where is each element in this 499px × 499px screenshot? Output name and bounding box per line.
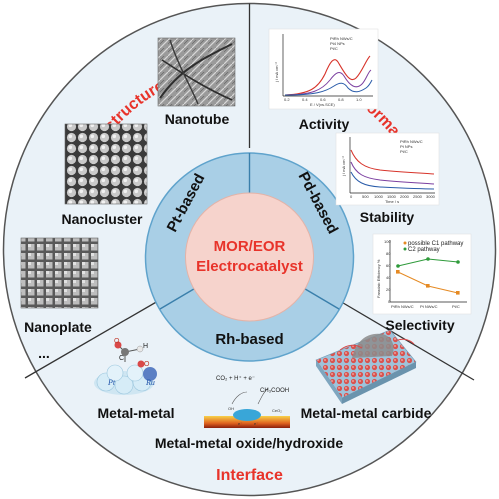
- selectivity-ytick-5: 20: [386, 287, 391, 292]
- nanotube-image: [157, 37, 236, 107]
- stability-xtick-5: 2000: [400, 194, 410, 199]
- nanotube-label: Nanotube: [165, 111, 230, 127]
- activity-xlabel: E / V(vs.SCE): [310, 102, 335, 107]
- selectivity-cat-3: Pt/C: [452, 304, 460, 309]
- activity-legend-2: Pt4 NPs: [330, 41, 345, 46]
- stability-xtick-4: 1500: [387, 194, 397, 199]
- selectivity-ytick-6: 0: [388, 299, 391, 304]
- selectivity-ylabel: Faradaic Efficiency %: [376, 259, 381, 298]
- activity-xtick-2: 0.4: [302, 97, 308, 102]
- ellipsis-label: ...: [38, 345, 50, 361]
- oxide-label-4: e⁻: [238, 421, 242, 426]
- activity-chart: PtRh NWs/C Pt4 NPs Pt/C 0.2 0.4 0.6 0.8 …: [268, 28, 379, 110]
- oxide-label-2: CH₃COOH: [260, 388, 289, 394]
- mm-label-h: H: [143, 343, 148, 350]
- activity-xtick-5: 1.0: [356, 97, 362, 102]
- selectivity-legend-2: C2 pathway: [408, 247, 440, 253]
- ring-label-rh: Rh-based: [215, 331, 283, 348]
- quadrant-dividers: [24, 3, 475, 381]
- selectivity-ytick-3: 60: [386, 263, 391, 268]
- center-disc: [185, 192, 314, 322]
- selectivity-ytick-2: 80: [386, 251, 391, 256]
- selectivity-chart: possible C1 pathway C2 pathway 100 80 60…: [372, 233, 472, 315]
- selectivity-cat-2: Pt NWs/C: [420, 304, 438, 309]
- nanoplate-label: Nanoplate: [24, 319, 92, 335]
- selectivity-ytick-4: 40: [386, 275, 391, 280]
- stability-legend-1: PtRh NWs/C: [400, 139, 423, 144]
- stability-legend-2: Pt NPs: [400, 144, 412, 149]
- stability-xlabel: Time / s: [385, 199, 399, 204]
- activity-legend-1: PtRh NWs/C: [330, 36, 353, 41]
- oxide-label-6: CeO₂: [272, 408, 282, 413]
- stability-xtick-3: 1000: [374, 194, 384, 199]
- selectivity-ytick-1: 100: [384, 239, 391, 244]
- oxide-image: CO₂ + H⁺ + e⁻ CH₃COOH OH e⁻ e⁻ CeO₂: [204, 375, 290, 428]
- center-title-line2: Electrocatalyst: [196, 258, 303, 275]
- stability-chart: PtRh NWs/C Pt NPs Pt/C 0 500 1000 1500 2…: [335, 132, 440, 206]
- selectivity-label: Selectivity: [385, 317, 454, 333]
- nanocluster-image: [64, 123, 148, 205]
- stability-xtick-6: 2500: [413, 194, 423, 199]
- mm-label-c: C: [119, 355, 124, 362]
- stability-legend-3: Pt/C: [400, 149, 408, 154]
- nanoplate-image: [20, 237, 99, 309]
- carbide-image: [315, 329, 417, 404]
- activity-xtick-3: 0.6: [320, 97, 326, 102]
- oxide-label: Metal-metal oxide/hydroxide: [155, 435, 343, 451]
- stability-xtick-2: 500: [362, 194, 369, 199]
- stability-xtick-7: 3000: [426, 194, 436, 199]
- mm-label-pt: Pt: [107, 378, 116, 387]
- interface-title: Interface: [216, 467, 283, 484]
- center-title-line1: MOR/EOR: [214, 238, 286, 255]
- activity-xtick-4: 0.8: [338, 97, 344, 102]
- activity-xtick-1: 0.2: [284, 97, 290, 102]
- mm-label-o1: O: [114, 338, 120, 345]
- selectivity-cat-1: PtRh NWs/C: [391, 304, 414, 309]
- activity-label: Activity: [299, 116, 350, 132]
- oxide-label-1: CO₂ + H⁺ + e⁻: [216, 375, 255, 382]
- metal-metal-image: O C H O Pt Ru: [94, 338, 157, 395]
- stability-label: Stability: [360, 209, 415, 225]
- activity-legend-3: Pt/C: [330, 46, 338, 51]
- carbide-label: Metal-metal carbide: [301, 405, 432, 421]
- stability-ylabel: j / mA cm⁻²: [341, 155, 346, 177]
- mm-label-ru: Ru: [145, 378, 155, 387]
- selectivity-legend-1: possible C1 pathway: [408, 241, 463, 247]
- oxide-label-3: OH: [228, 406, 234, 411]
- oxide-label-5: e⁻: [254, 421, 258, 426]
- nanocluster-label: Nanocluster: [62, 211, 143, 227]
- stability-xtick-1: 0: [350, 194, 353, 199]
- activity-ylabel: j / mA cm⁻²: [274, 61, 279, 83]
- mm-label-o2: O: [144, 361, 150, 368]
- metal-metal-label: Metal-metal: [97, 405, 174, 421]
